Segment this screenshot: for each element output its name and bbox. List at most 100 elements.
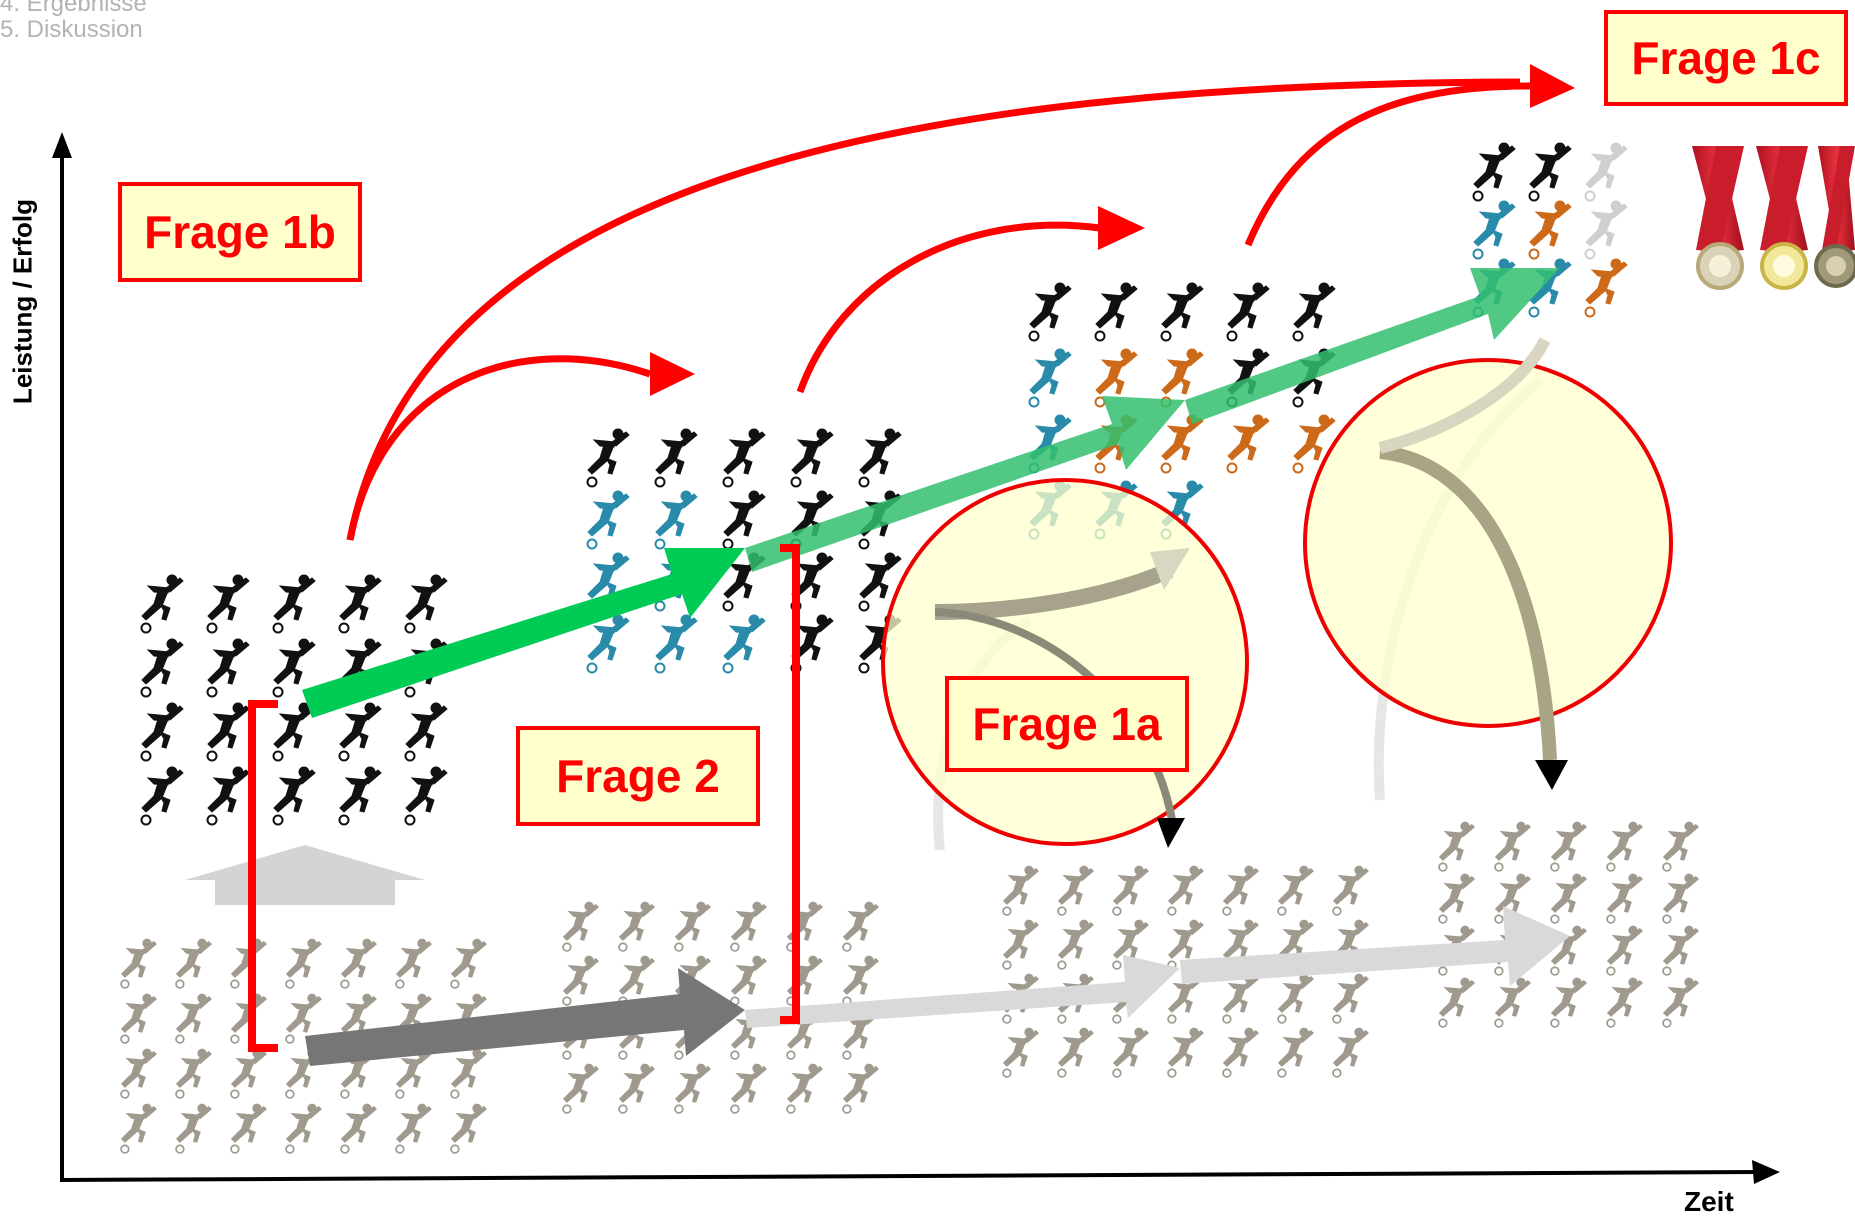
football-player-icon [1494,977,1532,1028]
football-player-icon [722,490,766,550]
success-arrow-segment-3 [1185,268,1560,424]
football-player-icon [175,993,213,1044]
football-player-icon [562,901,600,952]
football-player-icon [722,614,766,674]
nav-item-discussion[interactable]: 5. Diskussion [0,16,143,43]
football-player-icon [674,1063,712,1114]
question-1c-box[interactable]: Frage 1c [1604,10,1848,106]
football-player-icon [1002,919,1040,970]
football-player-icon [340,938,378,989]
football-player-icon [1472,142,1516,202]
football-player-icon [1277,973,1315,1024]
red-arrow-long [346,78,1521,541]
football-player-icon [395,1103,433,1154]
football-player-icon [618,1063,656,1114]
football-player-icon [1222,1027,1260,1078]
football-player-icon [1438,977,1476,1028]
football-player-icon [1662,925,1700,976]
failure-arrow-segment-2 [745,955,1180,1028]
success-path [302,268,1560,718]
football-player-icon [230,1048,268,1099]
football-player-icon [1606,977,1644,1028]
failure-path [305,906,1570,1066]
football-player-icon [140,638,184,698]
football-player-icon [1028,282,1072,342]
football-player-icon [1332,1027,1370,1078]
x-axis-label: Zeit [1684,1186,1734,1217]
football-player-icon [1584,142,1628,202]
football-player-icon [674,901,712,952]
football-player-icon [285,1103,323,1154]
football-player-icon [450,1048,488,1099]
football-player-icon [1528,142,1572,202]
x-axis-arrow-icon [1752,1160,1780,1184]
football-player-icon [1112,865,1150,916]
football-player-icon [1167,1027,1205,1078]
football-player-icon [790,428,834,488]
football-player-icon [1277,865,1315,916]
red-arrows [346,64,1575,541]
football-player-icon [404,574,448,634]
football-player-icon [1550,977,1588,1028]
football-player-icon [1332,865,1370,916]
football-player-icon [206,638,250,698]
football-player-icon [272,638,316,698]
football-player-icon [1550,821,1588,872]
y-axis-label-wrap: Leistung / Erfolg [8,166,38,436]
football-player-icon [338,574,382,634]
football-player-icon [338,702,382,762]
football-player-icon [1438,821,1476,872]
bracket-left [248,700,278,1052]
nav-item-results[interactable]: 4. Ergebnisse [0,0,147,17]
football-player-icon [1584,258,1628,318]
success-arrow-segment-2 [745,396,1185,572]
football-player-icon [1222,973,1260,1024]
football-player-icon [404,766,448,826]
bracket-right [780,544,800,1024]
football-player-icon [654,490,698,550]
failure-arrow-segment-3 [1180,906,1570,986]
magnifier-1c [1303,337,1673,790]
football-player-icon [586,490,630,550]
football-player-icon [272,702,316,762]
football-player-icon [562,1063,600,1114]
olympic-medals-icon [1692,146,1855,290]
football-player-icon [1584,200,1628,260]
football-player-icon [730,901,768,952]
football-player-icon [175,1048,213,1099]
success-arrow-segment-1 [302,548,745,718]
football-player-icon [120,993,158,1044]
football-player-icon [730,1063,768,1114]
question-1b-box[interactable]: Frage 1b [118,182,362,282]
football-player-icon [450,1103,488,1154]
football-player-icon [842,955,880,1006]
football-player-icon [654,614,698,674]
football-player-icon [450,938,488,989]
football-player-icon [206,574,250,634]
football-player-icon [858,428,902,488]
football-player-icon [1662,821,1700,872]
football-player-icon [1002,1027,1040,1078]
football-player-icon [1226,282,1270,342]
football-player-icon [175,938,213,989]
football-player-icon [722,428,766,488]
football-player-icon [1094,282,1138,342]
question-2-box[interactable]: Frage 2 [516,726,760,826]
football-player-icon [1472,200,1516,260]
football-player-icon [272,574,316,634]
football-player-icon [140,766,184,826]
football-player-icon [1550,873,1588,924]
football-player-icon [1160,414,1204,474]
football-player-icon [1057,1027,1095,1078]
football-player-icon [1662,873,1700,924]
football-player-icon [1438,873,1476,924]
question-1a-box[interactable]: Frage 1a [945,676,1189,772]
football-player-icon [1606,925,1644,976]
red-arrow-2 [796,221,1101,394]
football-player-icon [842,1063,880,1114]
football-player-icon [1606,873,1644,924]
football-player-icon [1606,821,1644,872]
football-player-icon [1028,348,1072,408]
failure-arrow-segment-1 [305,968,745,1066]
